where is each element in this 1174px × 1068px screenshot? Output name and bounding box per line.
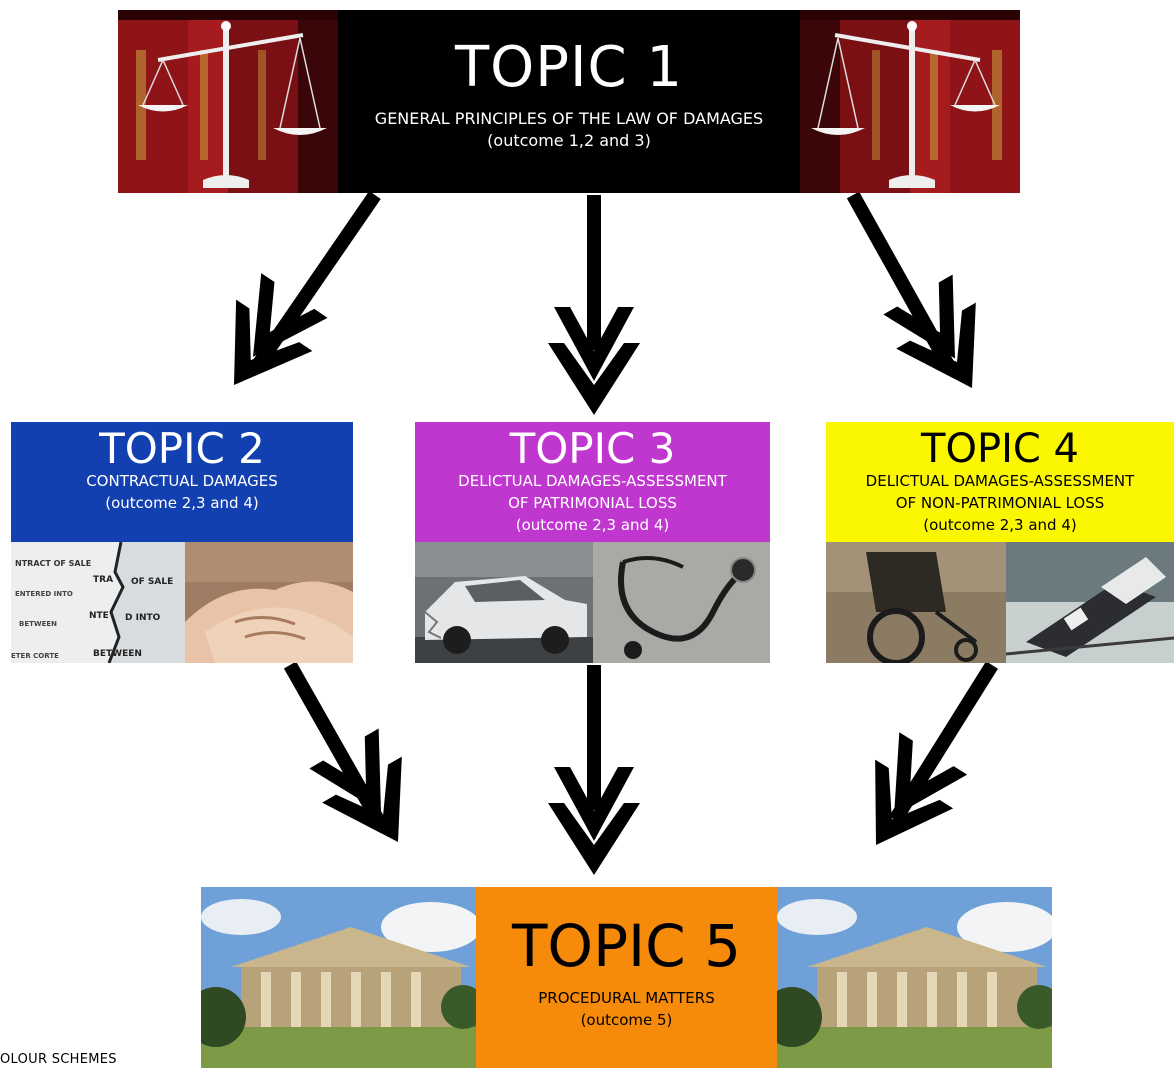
topic5-title: TOPIC 5 [512, 912, 741, 980]
topic4-box: TOPIC 4 DELICTUAL DAMAGES-ASSESSMENT OF … [826, 422, 1174, 663]
torn-contract-image: NTRACT OF SALE TRA OF SALE ENTERED INTO … [11, 542, 185, 663]
wheelchair-image [826, 542, 1006, 663]
topic2-box: TOPIC 2 CONTRACTUAL DAMAGES (outcome 2,3… [11, 422, 353, 663]
topic4-header: TOPIC 4 DELICTUAL DAMAGES-ASSESSMENT OF … [826, 422, 1174, 542]
contract-text-2: TRA [93, 575, 113, 585]
topic2-line-1: CONTRACTUAL DAMAGES [86, 472, 278, 490]
topic3-line-1: DELICTUAL DAMAGES-ASSESSMENT [458, 472, 727, 490]
topic1-subtitle: GENERAL PRINCIPLES OF THE LAW OF DAMAGES [374, 109, 764, 128]
contract-text-8: BETWEEN [93, 649, 142, 659]
arrow-topic1-topic3 [548, 195, 640, 415]
topic3-title: TOPIC 3 [509, 424, 676, 473]
topic3-photos [415, 542, 770, 663]
courthouse-image [777, 887, 1052, 1068]
contract-text-6: D INTO [125, 613, 161, 623]
contract-text-9: ETER CORTE [11, 652, 59, 660]
topic3-line-2: OF PATRIMONIAL LOSS [508, 494, 677, 512]
topic3-line-3: (outcome 2,3 and 4) [515, 516, 670, 534]
topic4-title: TOPIC 4 [921, 426, 1079, 472]
arrow-topic1-topic4 [846, 191, 1012, 411]
contract-text-4: ENTERED INTO [15, 590, 73, 598]
arrow-topic1-topic2 [195, 191, 381, 411]
courthouse-image [201, 887, 476, 1068]
topic1-title: TOPIC 1 [454, 35, 684, 100]
scales-of-justice-icon [118, 10, 338, 193]
topic3-box: TOPIC 3 DELICTUAL DAMAGES-ASSESSMENT OF … [415, 422, 770, 663]
banner-left-image [118, 10, 338, 193]
scales-of-justice-icon [800, 10, 1020, 193]
topic5-line-1: PROCEDURAL MATTERS [538, 989, 715, 1007]
stethoscope-image [593, 542, 770, 663]
topic4-line-2: OF NON-PATRIMONIAL LOSS [895, 494, 1105, 512]
courthouse-image-left [201, 887, 476, 1068]
topic2-header: TOPIC 2 CONTRACTUAL DAMAGES (outcome 2,3… [11, 422, 353, 542]
leg-brace-image [1006, 542, 1174, 663]
banner-right-image [800, 10, 1020, 193]
topic1-outcome: (outcome 1,2 and 3) [487, 131, 651, 150]
topic1-text: TOPIC 1 GENERAL PRINCIPLES OF THE LAW OF… [318, 10, 820, 193]
topic5-banner: TOPIC 5 PROCEDURAL MATTERS (outcome 5) [201, 887, 1052, 1068]
arrow-topic2-topic5 [283, 661, 438, 865]
contract-text-1: NTRACT OF SALE [15, 559, 91, 568]
arrow-topic3-topic5 [548, 665, 640, 875]
contract-text-5: NTE [89, 611, 109, 621]
crashed-car-image [415, 542, 593, 663]
contract-text-7: BETWEEN [19, 620, 57, 628]
footer-note: OLOUR SCHEMES [0, 1052, 117, 1067]
topic4-line-1: DELICTUAL DAMAGES-ASSESSMENT [865, 472, 1135, 490]
contract-text-3: OF SALE [131, 577, 173, 587]
topic3-header: TOPIC 3 DELICTUAL DAMAGES-ASSESSMENT OF … [415, 422, 770, 542]
topic1-banner: TOPIC 1 GENERAL PRINCIPLES OF THE LAW OF… [118, 10, 1020, 193]
arrow-topic4-topic5 [836, 661, 998, 870]
topic5-line-2: (outcome 5) [580, 1011, 673, 1029]
topic2-title: TOPIC 2 [99, 424, 265, 473]
courthouse-image-right [777, 887, 1052, 1068]
handshake-image [185, 542, 353, 663]
topic4-line-3: (outcome 2,3 and 4) [923, 516, 1077, 534]
topic4-photos [826, 542, 1174, 663]
topic2-photos: NTRACT OF SALE TRA OF SALE ENTERED INTO … [11, 542, 353, 663]
topic5-text: TOPIC 5 PROCEDURAL MATTERS (outcome 5) [476, 887, 777, 1068]
topic2-line-2: (outcome 2,3 and 4) [105, 494, 259, 512]
